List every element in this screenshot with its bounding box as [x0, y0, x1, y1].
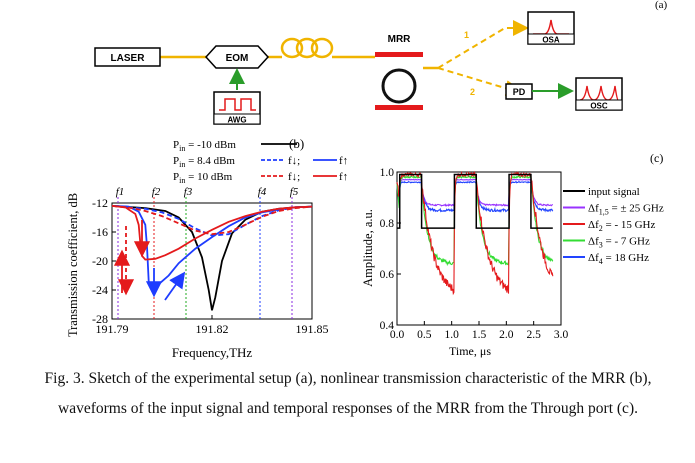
- osc-label-bg: [575, 99, 623, 111]
- awg-label: AWG: [227, 116, 246, 125]
- blue-up-arrow: [164, 271, 186, 301]
- x-tick-label: 191.82: [196, 322, 229, 336]
- x-tick-label: 0.5: [417, 329, 432, 341]
- awg-label-bg: [213, 113, 261, 125]
- waveform-line: [396, 180, 554, 213]
- x-tick-label: 1.5: [472, 329, 487, 341]
- legend-direction-up: f↑: [339, 155, 348, 167]
- y-tick-label: -28: [92, 312, 108, 326]
- legend-direction-up: f↑: [339, 171, 348, 183]
- x-tick-label: 191.85: [296, 322, 329, 336]
- osa-label: OSA: [542, 36, 560, 45]
- port-1-label: 1: [464, 30, 469, 40]
- panel-b-xlabel: Frequency,THz: [172, 345, 253, 360]
- y-tick-label: -20: [92, 254, 108, 268]
- waveform-line: [396, 174, 554, 267]
- y-tick-label: -12: [92, 196, 108, 210]
- laser-label: LASER: [111, 53, 146, 64]
- legend-entry-label: Pin = 8.4 dBm: [173, 155, 235, 169]
- panel-a-label: (a): [655, 0, 668, 11]
- series-line: [111, 205, 313, 236]
- panel-c-waveform-chart: (c) Amplitude, a.u. Time, μs 1.0 0.8 0.6 0.…: [361, 151, 664, 358]
- legend-entry-label: input signal: [588, 186, 640, 198]
- mrr-ring: [381, 68, 417, 104]
- awg-square-wave-icon: [219, 98, 256, 111]
- panel-c-ticks: 1.0 0.8 0.6 0.40.0 0.5 1.0 1.5 2.0 2.5 3.0: [380, 167, 569, 341]
- laser-box: [94, 47, 161, 67]
- figure-caption: Fig. 3. Sketch of the experimental setup…: [44, 370, 652, 417]
- mrr-bus-top: [375, 52, 423, 57]
- legend-direction-down: f↓;: [288, 171, 300, 183]
- waveform-line: [396, 170, 554, 296]
- y-tick-label: -24: [92, 283, 108, 297]
- x-tick-label: 1.0: [444, 329, 459, 341]
- y-tick-label: 0.4: [380, 320, 395, 332]
- fiber-port-1: [437, 20, 529, 69]
- mrr-label: MRR: [388, 34, 412, 45]
- fiber-coil: [280, 37, 334, 59]
- waveform-line: [396, 178, 554, 207]
- x-tick-label: 2.5: [526, 329, 541, 341]
- legend-entry-label: Δf4 = 18 GHz: [588, 252, 649, 266]
- panel-b-ylabel: Transmission coefficient, dB: [66, 193, 80, 337]
- port-2-label: 2: [470, 87, 475, 97]
- x-tick-label: 0.0: [390, 329, 405, 341]
- panel-c-ylabel: Amplitude, a.u.: [361, 209, 375, 287]
- panel-b-transmission-chart: (b) Transmission coefficient, dB Frequen…: [66, 136, 348, 360]
- panel-c-series: [396, 170, 554, 296]
- panel-a-setup: (a) 1 2 LASER EOM AWG MRR: [94, 0, 668, 125]
- y-tick-label: -16: [92, 225, 108, 239]
- osa-label-bg: [527, 33, 575, 45]
- y-tick-label: 0.6: [380, 269, 395, 281]
- freq-marker-label: f2: [152, 186, 161, 198]
- legend-entry-label: Δf3 = - 7 GHz: [588, 236, 650, 250]
- panel-c-xlabel: Time, μs: [449, 344, 491, 358]
- panel-b-freq-markers: f1 f2 f3 f4 f5: [116, 186, 299, 319]
- input-signal-line: [397, 173, 553, 229]
- mrr-bus-bottom: [375, 105, 423, 110]
- osc-wave-icon: [579, 85, 619, 101]
- freq-marker-label: f3: [184, 186, 193, 198]
- panel-b-series: [111, 205, 313, 311]
- panel-b-hysteresis-arrows: [113, 220, 186, 301]
- x-tick-label: 3.0: [554, 329, 569, 341]
- freq-marker-label: f1: [116, 186, 125, 198]
- legend-entry-label: Δf2 = - 15 GHz: [588, 219, 656, 233]
- legend-entry-label: Δf1,5 = ± 25 GHz: [588, 203, 664, 217]
- osa-peak-icon: [533, 19, 569, 35]
- x-tick-label: 2.0: [499, 329, 514, 341]
- eom-label: EOM: [226, 53, 249, 64]
- y-tick-label: 0.8: [380, 218, 395, 230]
- y-tick-label: 1.0: [380, 167, 395, 179]
- fiber-port-2: [437, 67, 522, 97]
- eom-hexagon: [204, 45, 270, 69]
- panel-c-label: (c): [650, 151, 663, 165]
- series-line: [111, 205, 313, 261]
- freq-marker-label: f5: [290, 186, 299, 198]
- pd-label: PD: [513, 87, 526, 97]
- osc-label: OSC: [590, 102, 608, 111]
- legend-entry-label: Pin = 10 dBm: [173, 171, 233, 185]
- legend-entry-label: Pin = -10 dBm: [173, 139, 236, 153]
- x-tick-label: 191.79: [96, 322, 129, 336]
- legend-direction-down: f↓;: [288, 155, 300, 167]
- freq-marker-label: f4: [258, 186, 267, 198]
